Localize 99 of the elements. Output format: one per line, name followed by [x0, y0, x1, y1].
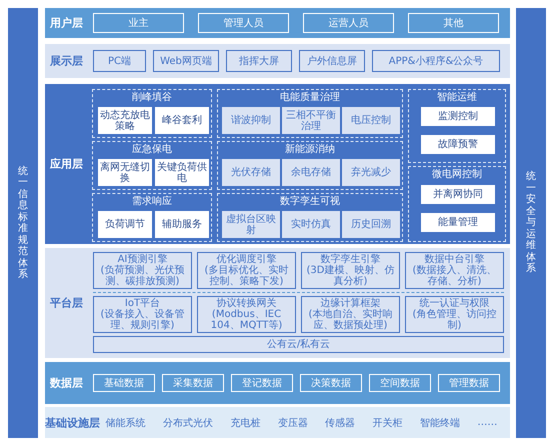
- dashed-group-box: [92, 89, 212, 138]
- module-box: PC端: [93, 50, 146, 72]
- module-title: 协议转换网关: [216, 298, 276, 309]
- group-heading: 数字孪生可视: [279, 196, 341, 207]
- module-box: [301, 296, 400, 333]
- module-box: [301, 252, 400, 289]
- dashed-group-box: [408, 166, 506, 242]
- module-box: 并离网协同: [421, 185, 495, 204]
- side-panel: [8, 8, 38, 438]
- layer-panel: [45, 248, 510, 358]
- module-title: AI预测引擎: [118, 254, 168, 265]
- layer-label: 展示层: [50, 54, 83, 68]
- layer-panel: [45, 44, 510, 78]
- module-box: [405, 252, 504, 289]
- module-box: [197, 252, 296, 289]
- module-description: (角色管理、访问控制): [412, 309, 498, 331]
- module-description: (设备接入、设备管理、规则引擎): [100, 309, 186, 331]
- module-description: (本地自治、实时响应、数据预处理): [308, 309, 394, 331]
- module-description: (多目标优化、实时控制、策略下发): [204, 265, 290, 287]
- layer-label: 应用层: [50, 156, 83, 172]
- module-box: [197, 296, 296, 333]
- module-title: 数字孪生引擎: [320, 254, 380, 265]
- module-description: (Modbus、IEC 104、MQTT等): [210, 309, 284, 331]
- side-panel-title: 统一安全与运维体系: [526, 171, 536, 275]
- layer-label: 用户层: [50, 16, 83, 30]
- group-heading: 应急保电: [131, 144, 173, 155]
- group-heading: 电能质量治理: [279, 92, 341, 103]
- group-heading: 削峰填谷: [131, 92, 173, 103]
- infrastructure-item: 开关柜: [372, 416, 403, 430]
- module-box: 公有云/私有云: [93, 336, 504, 353]
- module-box: 光伏存储: [222, 159, 280, 186]
- module-box: 谐波抑制: [222, 107, 280, 134]
- group-heading: 微电网控制: [431, 169, 483, 180]
- dashed-group-box: [92, 193, 212, 242]
- layer-label: 平台层: [50, 296, 83, 310]
- infrastructure-item: 传感器: [325, 416, 356, 430]
- module-box: [405, 296, 504, 333]
- layer-panel: [45, 8, 510, 38]
- module-title: 统一认证与权限: [420, 298, 490, 309]
- module-box: APP&小程序&公众号: [372, 50, 500, 72]
- layer-label: 基础设施层: [45, 415, 100, 430]
- dashed-group-box: [217, 141, 403, 190]
- layer-panel: [45, 362, 510, 404]
- module-box: 弃光减少: [342, 159, 400, 186]
- module-box: 户外信息屏: [299, 50, 365, 72]
- module-box: 基础数据: [93, 374, 155, 392]
- module-box: 故障预警: [421, 135, 495, 154]
- module-box: [93, 252, 192, 289]
- module-box: 辅助服务: [155, 211, 209, 238]
- module-box: 峰谷套利: [155, 107, 209, 134]
- group-heading: 智能运维: [436, 92, 478, 103]
- module-box: 采集数据: [162, 374, 224, 392]
- infrastructure-item: 储能系统: [106, 416, 146, 430]
- module-box: 电压控制: [342, 107, 400, 134]
- dashed-group-box: [92, 141, 212, 190]
- infrastructure-item: 充电桩: [230, 416, 260, 430]
- dashed-group-box: [217, 89, 403, 138]
- infrastructure-item: ……: [477, 417, 498, 428]
- layer-panel: [45, 407, 510, 438]
- module-description: (负荷预测、光伏预测、碳排放预测): [100, 265, 186, 287]
- module-box: 负荷调节: [98, 211, 152, 238]
- module-box: 历史回溯: [342, 211, 400, 238]
- module-box: 余电存储: [282, 159, 340, 186]
- layer-label: 数据层: [50, 376, 83, 390]
- dashed-group-box: [408, 89, 506, 163]
- side-panel: [516, 8, 546, 438]
- module-box: 动态充放电策略: [98, 107, 152, 134]
- module-title: 优化调度引擎: [216, 254, 276, 265]
- module-box: 其他: [408, 13, 499, 33]
- infrastructure-item: 分布式光伏: [163, 416, 214, 430]
- module-box: 管理数据: [438, 374, 500, 392]
- group-heading: 需求响应: [131, 196, 173, 207]
- side-panel-title: 统一信息标准规范体系: [18, 166, 28, 280]
- module-title: 边缘计算框架: [320, 298, 380, 309]
- module-box: 三相不平衡治理: [282, 107, 340, 134]
- module-title: IoT平台: [124, 298, 160, 309]
- module-description: (数据接入、清洗、存储、分析): [412, 265, 498, 287]
- layer-panel: [45, 84, 510, 244]
- module-box: 关键负荷供电: [155, 159, 209, 186]
- module-box: 指挥大屏: [226, 50, 292, 72]
- module-box: 运营人员: [303, 13, 394, 33]
- module-box: 监测控制: [421, 107, 495, 126]
- module-box: [93, 296, 192, 333]
- module-box: 决策数据: [300, 374, 362, 392]
- module-box: 能量管理: [421, 213, 495, 232]
- module-box: 虚拟台区映射: [222, 211, 280, 238]
- module-box: 业主: [93, 13, 184, 33]
- module-box: 登记数据: [231, 374, 293, 392]
- module-box: 空间数据: [369, 374, 431, 392]
- module-box: 管理人员: [198, 13, 289, 33]
- dashed-group-box: [217, 193, 403, 242]
- infrastructure-item: 智能终端: [420, 416, 460, 430]
- module-box: Web网页端: [153, 50, 219, 72]
- infrastructure-item: 变压器: [278, 416, 308, 430]
- module-description: (3D建模、映射、仿真分析): [306, 265, 396, 287]
- module-box: 实时仿真: [282, 211, 340, 238]
- group-heading: 新能源消纳: [284, 144, 336, 155]
- module-title: 数据中台引擎: [424, 254, 484, 265]
- module-box: 离网无缝切换: [98, 159, 152, 186]
